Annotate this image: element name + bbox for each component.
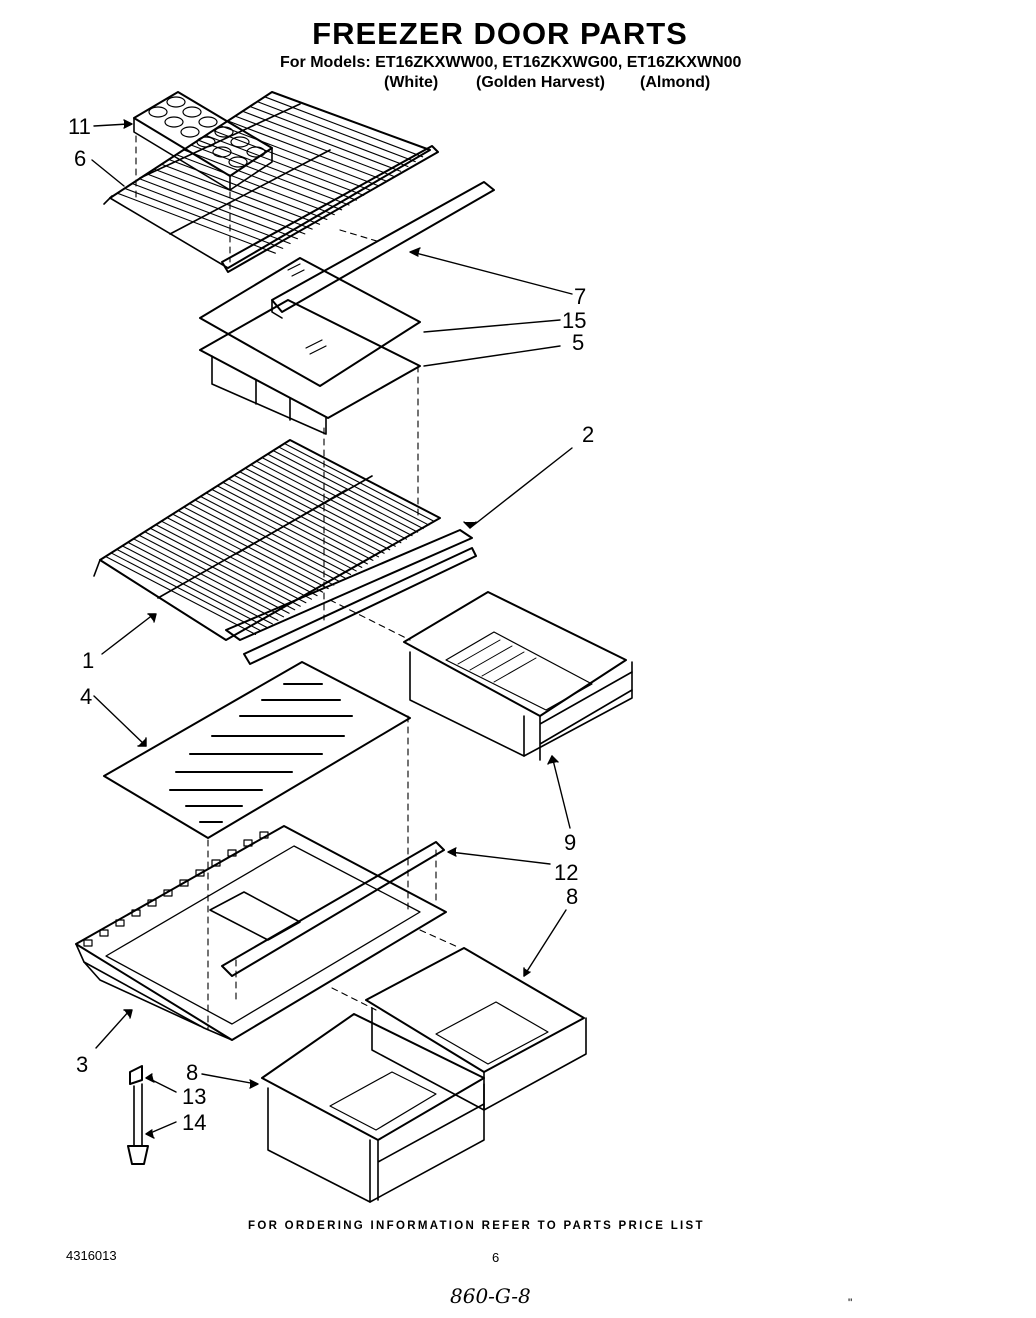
shelf-wire-rod bbox=[227, 120, 387, 182]
shelf-wire-rod bbox=[168, 158, 328, 221]
frame-part bbox=[75, 825, 447, 1041]
callout-14: 14 bbox=[182, 1110, 206, 1135]
callout-4: 4 bbox=[80, 684, 92, 709]
shelf-wire-rod bbox=[160, 520, 313, 600]
corner-mark: " bbox=[848, 1296, 853, 1310]
color-almond-label: (Almond) bbox=[640, 74, 711, 91]
shelf-wire-rod bbox=[131, 182, 291, 245]
callout-8-left: 8 bbox=[186, 1060, 198, 1085]
shelf-wire-rod bbox=[216, 485, 368, 565]
cover-glass-part bbox=[199, 257, 421, 387]
shelf-wire-rod bbox=[200, 495, 352, 576]
shelf-wire-rod bbox=[116, 192, 276, 254]
wire-shelf-part bbox=[93, 439, 441, 641]
pan-glass-part bbox=[103, 661, 411, 839]
shelf-wire-rod bbox=[227, 478, 380, 558]
shelf-wire-rod bbox=[138, 534, 290, 614]
shelf-wire-rod bbox=[197, 139, 357, 201]
crisper-cover-frame-part bbox=[199, 299, 421, 435]
shelf-wire-rod bbox=[132, 538, 285, 618]
shelf-wire-rod bbox=[249, 105, 409, 168]
shelf-wire-rod bbox=[110, 552, 262, 632]
callout-3: 3 bbox=[76, 1052, 88, 1077]
large-pan-left-part bbox=[261, 1013, 485, 1203]
shelf-wire-rod bbox=[183, 149, 343, 211]
callout-1: 1 bbox=[82, 648, 94, 673]
shelf-wire-rod bbox=[166, 517, 318, 597]
shelf-wire-rod bbox=[127, 541, 279, 621]
callout-7: 7 bbox=[574, 284, 586, 309]
document-number: 4316013 bbox=[66, 1248, 117, 1263]
shelf-wire-rod bbox=[219, 125, 380, 187]
callout-6: 6 bbox=[74, 146, 86, 171]
cover-trim-part bbox=[221, 841, 445, 977]
shelf-wire-rod bbox=[116, 548, 268, 628]
callout-15: 15 bbox=[562, 308, 586, 333]
wing-nut-and-screw-part bbox=[127, 1065, 149, 1165]
small-pan-part bbox=[403, 591, 633, 761]
callout-2: 2 bbox=[582, 422, 594, 447]
shelf-wire-rod bbox=[105, 555, 257, 636]
page-title: FREEZER DOOR PARTS bbox=[312, 16, 688, 51]
callout-9: 9 bbox=[564, 830, 576, 855]
shelf-wire-rod bbox=[264, 96, 424, 158]
shelf-wire-rod bbox=[250, 464, 402, 544]
shelf-wire-rod bbox=[121, 545, 273, 625]
shelf-wire-rod bbox=[211, 488, 363, 568]
ordering-note: FOR ORDERING INFORMATION REFER TO PARTS … bbox=[248, 1220, 705, 1232]
shelf-wire-rod bbox=[205, 492, 357, 572]
shelf-wire-rod bbox=[233, 474, 385, 554]
callout-13: 13 bbox=[182, 1084, 206, 1109]
shelf-wire-rod bbox=[153, 168, 313, 230]
models-line: For Models: ET16ZKXWW00, ET16ZKXWG00, ET… bbox=[280, 54, 742, 71]
large-pan-right-part bbox=[365, 947, 587, 1111]
shelf-wire-rod bbox=[175, 154, 335, 216]
upper-shelf-trim-part bbox=[221, 145, 495, 319]
page-number: 6 bbox=[492, 1250, 500, 1265]
shelf-wire-rod bbox=[241, 110, 402, 172]
shelf-wire-rod bbox=[234, 115, 394, 177]
shelf-wire-rod bbox=[177, 510, 329, 590]
callout-8-right: 8 bbox=[566, 884, 578, 909]
shelf-wire-rod bbox=[255, 460, 408, 540]
shelf-wire-rod bbox=[256, 101, 416, 163]
shelf-wire-rod bbox=[124, 187, 284, 249]
shelf-wire-rod bbox=[160, 163, 321, 225]
handwritten-note: 860-G-8 bbox=[450, 1284, 531, 1308]
leader-lines bbox=[91, 119, 573, 1139]
shelf-trim-part bbox=[225, 529, 477, 665]
shelf-wire-rod bbox=[149, 527, 301, 607]
shelf-wire-rod bbox=[183, 506, 335, 586]
shelf-wire-rod bbox=[239, 471, 391, 551]
color-golden-harvest-label: (Golden Harvest) bbox=[476, 74, 605, 91]
alignment-lines bbox=[135, 135, 461, 1031]
shelf-wire-rod bbox=[155, 524, 307, 604]
shelf-wire-rod bbox=[190, 144, 350, 206]
shelf-wire-rod bbox=[244, 467, 396, 547]
shelf-wire-rod bbox=[222, 481, 374, 561]
upper-wire-shelf-part bbox=[103, 91, 431, 269]
shelf-wire-rod bbox=[205, 134, 365, 196]
callout-5: 5 bbox=[572, 330, 584, 355]
shelf-wire-rod bbox=[188, 502, 340, 583]
shelf-wire-rod bbox=[194, 499, 346, 579]
callout-12: 12 bbox=[554, 860, 578, 885]
shelf-wire-rod bbox=[212, 129, 372, 192]
color-white-label: (White) bbox=[384, 74, 439, 91]
callout-11: 11 bbox=[68, 114, 91, 139]
shelf-wire-rod bbox=[144, 531, 296, 611]
shelf-wire-rod bbox=[172, 513, 324, 593]
